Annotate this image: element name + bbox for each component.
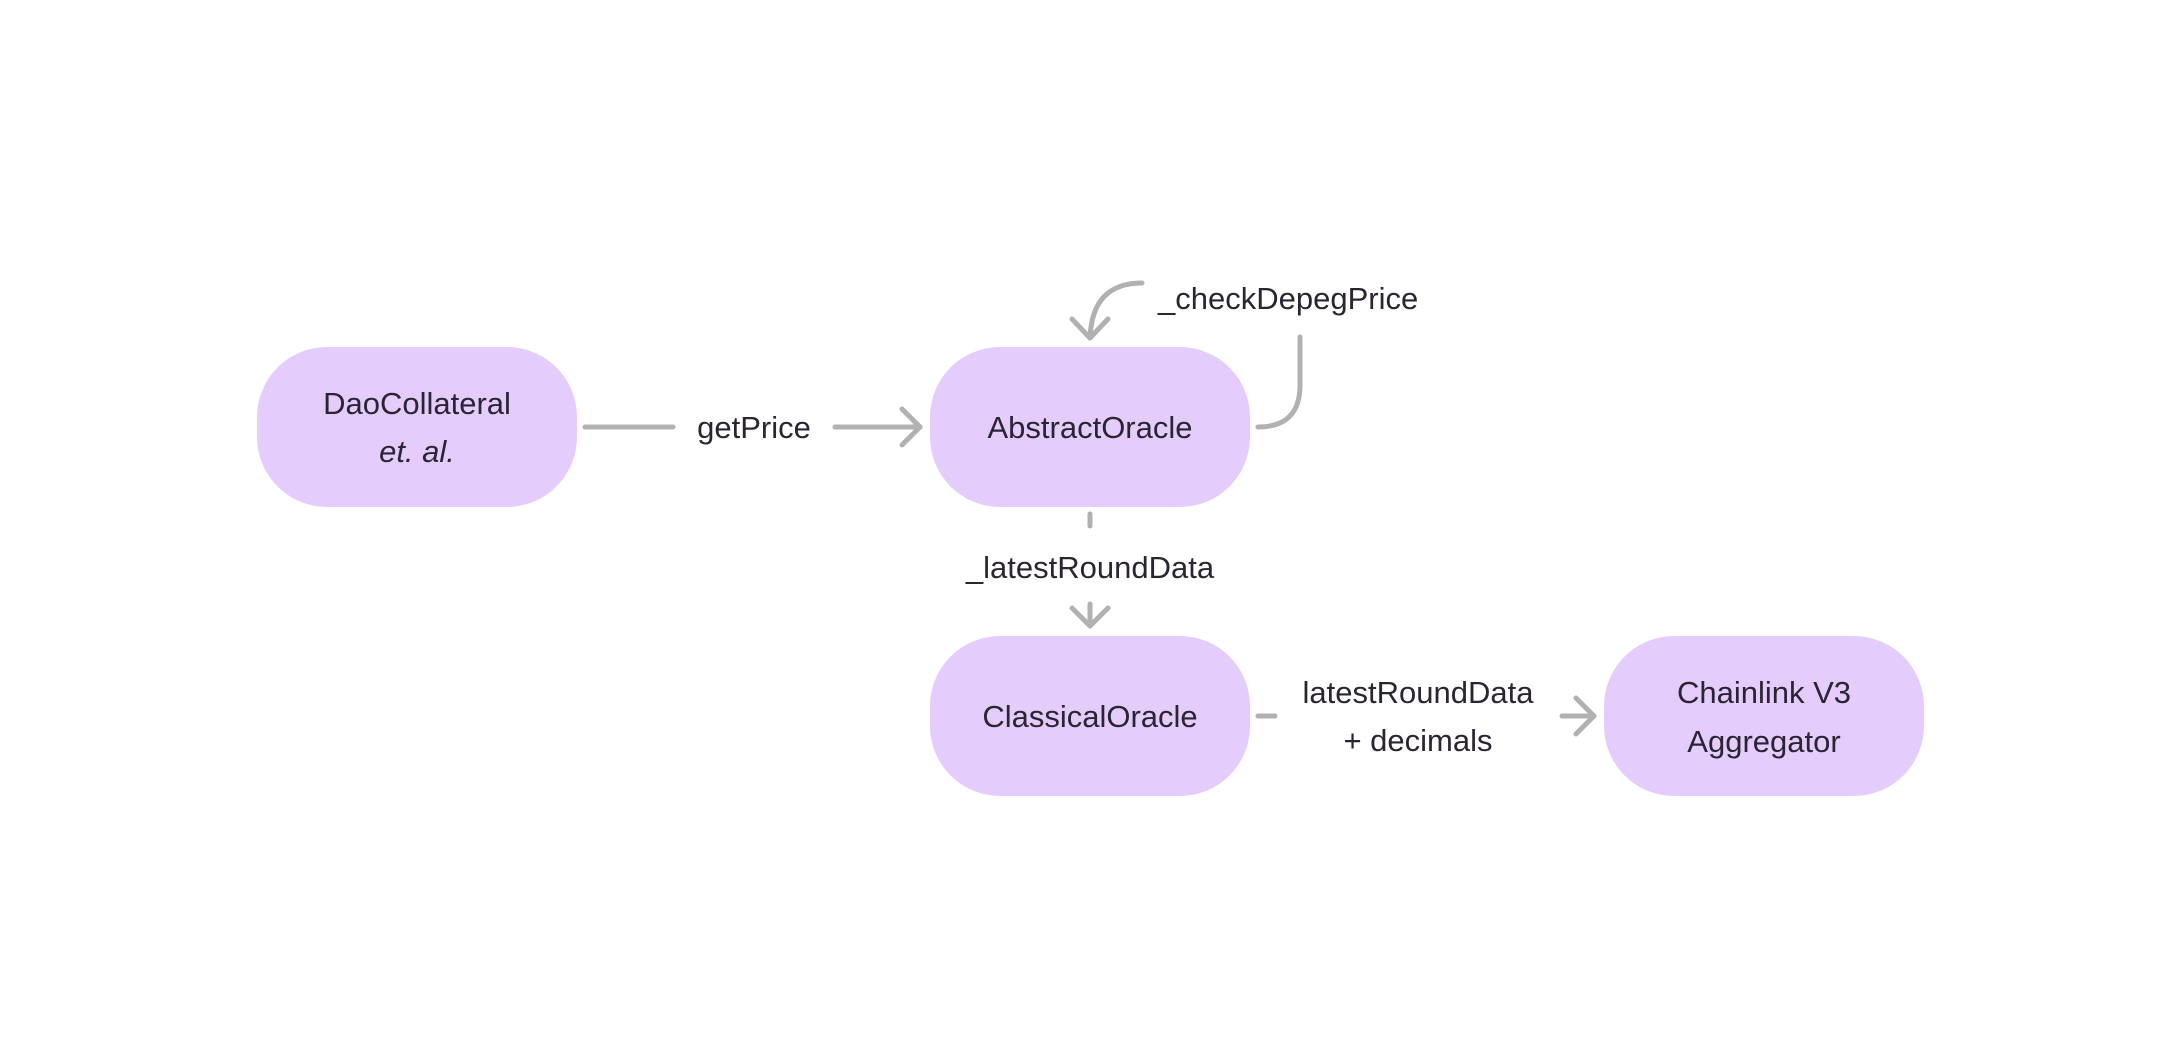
node-dao-collateral-label: DaoCollateral bbox=[323, 386, 511, 421]
node-chainlink-aggregator-sublabel: Aggregator bbox=[1687, 724, 1840, 759]
node-abstract-oracle: AbstractOracle bbox=[930, 347, 1250, 507]
edge-check-depeg-curve bbox=[1087, 280, 1145, 341]
node-abstract-oracle-box bbox=[930, 347, 1250, 507]
node-classical-oracle-label: ClassicalOracle bbox=[982, 699, 1197, 734]
node-classical-oracle: ClassicalOracle bbox=[930, 636, 1250, 796]
edge-latest-round-internal: _latestRoundData bbox=[965, 511, 1215, 629]
edge-get-price-arrowhead bbox=[899, 406, 923, 448]
node-chainlink-aggregator-box bbox=[1604, 636, 1924, 796]
node-dao-collateral: DaoCollateral et. al. bbox=[257, 347, 577, 507]
edge-latest-round-internal-arrowhead bbox=[1069, 605, 1111, 629]
edge-latest-round-external-arrowhead bbox=[1573, 695, 1597, 737]
edge-get-price-label: getPrice bbox=[697, 410, 811, 445]
edge-check-depeg-tail bbox=[1255, 334, 1303, 430]
edge-get-price: getPrice bbox=[582, 406, 923, 448]
node-classical-oracle-box bbox=[930, 636, 1250, 796]
edge-latest-round-external-sublabel: + decimals bbox=[1343, 723, 1492, 758]
edge-check-depeg: _checkDepegPrice bbox=[1069, 280, 1418, 430]
node-chainlink-aggregator-label: Chainlink V3 bbox=[1677, 675, 1851, 710]
edge-latest-round-internal-label: _latestRoundData bbox=[965, 550, 1215, 585]
edge-latest-round-external-label: latestRoundData bbox=[1303, 675, 1535, 710]
edge-check-depeg-label: _checkDepegPrice bbox=[1157, 281, 1418, 316]
edge-latest-round-external: latestRoundData + decimals bbox=[1255, 675, 1597, 758]
node-abstract-oracle-label: AbstractOracle bbox=[987, 410, 1192, 445]
edge-check-depeg-arrowhead bbox=[1069, 316, 1111, 341]
node-dao-collateral-sublabel: et. al. bbox=[379, 434, 455, 469]
node-chainlink-aggregator: Chainlink V3 Aggregator bbox=[1604, 636, 1924, 796]
node-dao-collateral-box bbox=[257, 347, 577, 507]
